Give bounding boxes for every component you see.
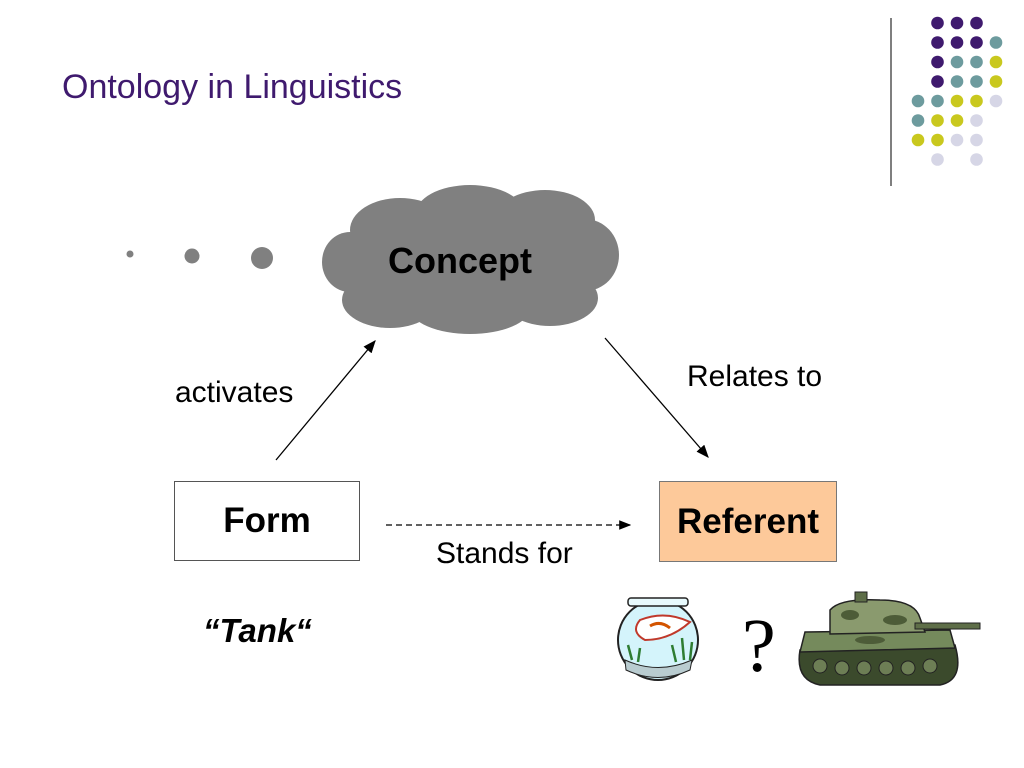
question-mark: ? — [742, 604, 776, 688]
decorative-dot — [950, 114, 964, 127]
decorative-dot — [931, 55, 944, 69]
decorative-dot — [950, 55, 964, 69]
form-label: Form — [223, 501, 311, 540]
decorative-dot — [911, 94, 925, 108]
thought-dot-large — [251, 247, 273, 269]
referent-label: Referent — [677, 501, 819, 541]
decorative-dot — [970, 55, 983, 69]
decorative-dot — [989, 94, 1003, 108]
decorative-dot — [970, 153, 983, 166]
dot-grid-group — [911, 16, 1003, 166]
thought-dot-small — [126, 250, 134, 258]
slide-title: Ontology in Linguistics — [62, 68, 403, 106]
decorative-dot — [911, 133, 925, 147]
word-example: “Tank“ — [203, 612, 312, 649]
relates-arrow — [604, 337, 709, 458]
activates-arrow — [275, 340, 376, 461]
decorative-dot — [970, 114, 983, 127]
fishbowl-icon — [617, 597, 699, 681]
decorative-dot — [989, 55, 1003, 69]
thought-bubble-dots — [126, 247, 273, 269]
concept-cloud — [322, 185, 619, 334]
decorative-dot — [950, 16, 964, 30]
decorative-dot — [931, 36, 944, 49]
decorative-dot — [950, 94, 964, 108]
decorative-dot — [970, 94, 983, 108]
relates-to-label: Relates to — [687, 360, 823, 393]
decorative-dot — [970, 133, 983, 147]
decorative-dot — [989, 75, 1003, 88]
decorative-dot — [931, 94, 944, 108]
activates-label: activates — [175, 376, 294, 409]
decorative-dot — [970, 16, 983, 30]
decorative-dot — [989, 36, 1003, 49]
form-box: Form — [174, 481, 360, 561]
decorative-dot — [970, 75, 983, 88]
decorative-dot — [950, 36, 964, 49]
decorative-dot — [931, 114, 944, 127]
decorative-dot — [950, 75, 964, 88]
concept-label: Concept — [388, 240, 532, 281]
thought-dot-medium — [184, 248, 200, 264]
decorative-dot — [931, 75, 944, 88]
referent-box: Referent — [659, 481, 837, 562]
tank-icon — [798, 591, 981, 686]
stands-for-label: Stands for — [436, 537, 573, 570]
decorative-dot — [931, 133, 944, 147]
decorative-dot — [931, 16, 944, 30]
decorative-dot — [911, 114, 925, 127]
decorative-dot — [950, 133, 964, 147]
decorative-dot — [931, 153, 944, 166]
decorative-dot — [970, 36, 983, 49]
